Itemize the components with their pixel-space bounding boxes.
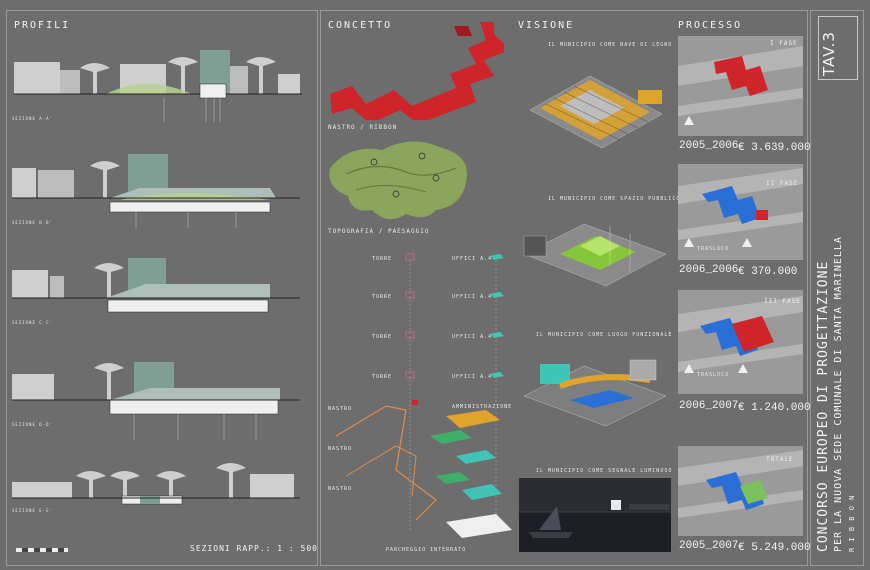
label-amministrazione: AMMINISTRAZIONE — [452, 404, 513, 410]
header-visione: VISIONE — [518, 20, 575, 31]
tav-text: TAV.3 — [820, 31, 838, 76]
phase-2-plan — [678, 168, 803, 240]
phase-3-amount: € 1.240.000 — [738, 402, 811, 414]
section-b: SEZIONE B-B' — [10, 148, 308, 228]
phase-3-label: III FASE — [764, 298, 801, 305]
phase-total-map — [678, 446, 803, 536]
label-uffici-2: UFFICI A.4 — [452, 294, 493, 300]
vision-wood-ship — [529, 75, 663, 149]
phase-total-plan — [678, 450, 803, 518]
center-frame — [320, 10, 808, 566]
phase-3-warning-icon-2 — [738, 364, 748, 373]
vision-caption-4: IL MUNICIPIO COME SEGNALE LUMINOSO — [536, 468, 673, 474]
phase-1-amount: € 3.639.000 — [738, 142, 811, 154]
scale-bar — [16, 548, 68, 552]
ribbon-diagram — [330, 22, 504, 120]
label-topografia: TOPOGRAFIA / PAESAGGIO — [328, 228, 430, 235]
section-b-label: SEZIONE B-B' — [12, 220, 53, 225]
vision-caption-1: IL MUNICIPIO COME NAVE DI LEGNO — [548, 42, 673, 48]
label-torre-2: TORRE — [372, 294, 393, 300]
section-a: SEZIONE A-A' — [10, 44, 308, 124]
landscape-diagram — [329, 141, 467, 220]
header-profili: PROFILI — [14, 20, 71, 31]
vision-public-space — [523, 223, 667, 287]
phase-2-note: TRASLOCO — [697, 246, 730, 252]
section-c-label: SEZIONE C-C' — [12, 320, 53, 325]
label-nastro-2: NASTRO — [328, 446, 353, 452]
profili-frame — [6, 10, 318, 566]
vision-night-beacon — [519, 478, 671, 552]
label-uffici-3: UFFICI A.4 — [452, 334, 493, 340]
label-nastro-3: NASTRO — [328, 486, 353, 492]
section-c: SEZIONE C-C' — [10, 258, 308, 328]
phase-total-label: TOTALE — [766, 456, 794, 463]
tav-number: TAV.3 — [818, 16, 858, 78]
vision-functional-place — [523, 359, 667, 426]
phase-2-warning-icon-2 — [742, 238, 752, 247]
section-a-label: SEZIONE A-A' — [12, 116, 53, 121]
phase-total-period: 2005_2007 — [679, 540, 739, 552]
section-e: SEZIONE E-E' — [10, 460, 308, 520]
section-d-drawing — [12, 362, 300, 440]
label-torre-3: TORRE — [372, 334, 393, 340]
vision-caption-3: IL MUNICIPIO COME LUOGO FUNZIONALE — [536, 332, 673, 338]
label-parcheggio: PARCHEGGIO INTERRATO — [386, 547, 467, 553]
section-c-drawing — [12, 258, 300, 313]
vision-caption-2: IL MUNICIPIO COME SPAZIO PUBBLICO — [548, 196, 681, 202]
section-b-drawing — [12, 154, 300, 228]
project-motto: R I B B O N — [848, 494, 856, 552]
phase-3-note: TRASLOCO — [697, 372, 730, 378]
phase-3-warning-icon — [684, 364, 694, 373]
section-scale: SEZIONI RAPP.: 1 : 500 — [190, 544, 318, 553]
label-uffici-1: UFFICI A.4 — [452, 256, 493, 262]
section-a-drawing — [14, 50, 302, 122]
phase-1-label: I FASE — [770, 40, 798, 47]
phase-total-amount: € 5.249.000 — [738, 542, 811, 554]
label-uffici-4: UFFICI A.4 — [452, 374, 493, 380]
header-processo: PROCESSO — [678, 20, 743, 31]
label-nastro-ribbon: NASTRO / RIBBON — [328, 124, 398, 131]
header-concetto: CONCETTO — [328, 20, 393, 31]
phase-1-plan — [678, 46, 803, 116]
tav-box — [818, 16, 858, 80]
phase-1-warning-icon — [684, 116, 694, 125]
phase-3-period: 2006_2007 — [679, 400, 739, 412]
phase-2-label: II FASE — [766, 180, 799, 187]
label-torre-1: TORRE — [372, 256, 393, 262]
phase-1-map — [678, 36, 803, 136]
section-d: SEZIONE D-D' — [10, 360, 308, 440]
phase-2-map — [678, 164, 803, 260]
section-e-label: SEZIONE E-E' — [12, 508, 53, 513]
competition-subtitle: PER LA NUOVA SEDE COMUNALE DI SANTA MARI… — [833, 236, 844, 552]
competition-title: CONCORSO EUROPEO DI PROGETTAZIONE — [816, 260, 831, 552]
label-torre-4: TORRE — [372, 374, 393, 380]
phase-2-warning-icon — [684, 238, 694, 247]
phase-2-period: 2006_2006 — [679, 264, 739, 276]
phase-2-amount: € 370.000 — [738, 266, 798, 278]
exploded-axonometry — [335, 253, 512, 538]
side-frame — [810, 10, 864, 566]
phase-3-plan — [678, 296, 803, 372]
phase-3-map — [678, 290, 803, 394]
phase-1-period: 2005_2006 — [679, 140, 739, 152]
label-nastro-1: NASTRO — [328, 406, 353, 412]
section-e-drawing — [12, 463, 300, 505]
section-d-label: SEZIONE D-D' — [12, 422, 53, 427]
